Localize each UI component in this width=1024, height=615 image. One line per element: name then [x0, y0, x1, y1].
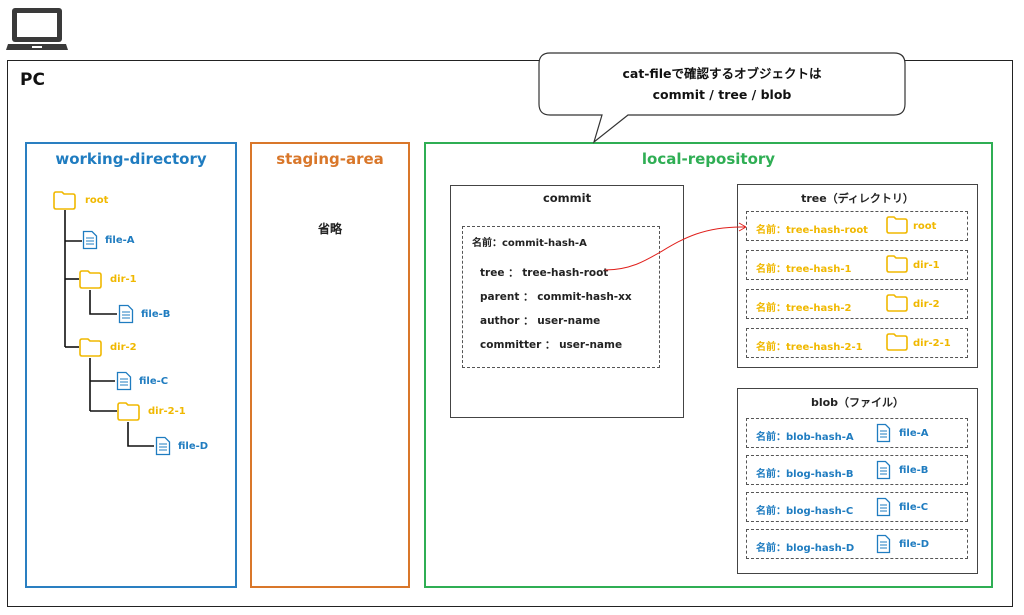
tree-dir-1-label: dir-1: [110, 274, 137, 285]
tree-file-c-label: file-C: [139, 376, 169, 387]
tree-file-d-label: file-D: [178, 441, 209, 452]
commit-content-box: [462, 226, 660, 368]
tree-row: [746, 328, 968, 358]
blob-row: [746, 492, 968, 522]
tree-row: [746, 211, 968, 241]
local-repository-box: [424, 142, 993, 588]
speech-bubble: [538, 52, 906, 144]
callout-line-1: cat-fileで確認するオブジェクトは: [622, 66, 822, 81]
folder-icon: [886, 333, 908, 351]
file-icon: [876, 460, 891, 480]
file-icon: [118, 304, 134, 324]
blob-row-file: file-D: [899, 539, 930, 550]
tree-row-name: 名前：tree-hash-2-1: [756, 342, 863, 353]
blob-row-file: file-B: [899, 465, 929, 476]
directory-tree-lines: [64, 210, 154, 447]
commit-author-line: author ： user-name: [480, 315, 601, 327]
commit-parent-line: parent ： commit-hash-xx: [480, 291, 632, 303]
folder-icon: [886, 255, 908, 273]
staging-area-note: 省略: [317, 222, 342, 236]
tree-row-dir: root: [913, 221, 937, 232]
blob-row-name: 名前：blog-hash-B: [756, 469, 854, 480]
commit-title: commit: [542, 191, 592, 205]
tree-row: [746, 289, 968, 319]
blob-row: [746, 529, 968, 559]
tree-dir-2-1-label: dir-2-1: [148, 406, 186, 417]
tree-row: [746, 250, 968, 280]
blob-row-name: 名前：blog-hash-C: [756, 506, 854, 517]
blob-row: [746, 418, 968, 448]
blob-row-name: 名前：blog-hash-D: [756, 543, 855, 554]
file-icon: [876, 534, 891, 554]
commit-tree-line: tree ： tree-hash-root: [480, 267, 609, 279]
tree-root-label: root: [85, 195, 109, 206]
staging-area-box: [250, 142, 410, 588]
local-repository-title: local-repository: [641, 150, 776, 168]
folder-icon: [117, 402, 140, 421]
tree-row-name: 名前：tree-hash-root: [756, 225, 868, 236]
file-icon: [116, 371, 132, 391]
pc-label: PC: [20, 70, 45, 90]
file-icon: [155, 436, 171, 456]
folder-icon: [79, 270, 102, 289]
pc-frame: [7, 60, 1013, 607]
commit-object-box: [450, 185, 684, 418]
callout-line-2: commit / tree / blob: [652, 87, 792, 102]
blob-row-file: file-A: [899, 428, 929, 439]
commit-name: 名前：commit-hash-A: [472, 238, 587, 249]
tree-row-dir: dir-2-1: [913, 338, 951, 349]
staging-area-title: staging-area: [276, 150, 384, 168]
callout-text: cat-fileで確認するオブジェクトは commit / tree / blo…: [538, 63, 906, 105]
folder-icon: [886, 216, 908, 234]
blob-object-box: [737, 388, 978, 574]
file-icon: [82, 230, 98, 250]
folder-icon: [886, 294, 908, 312]
laptop-icon: [6, 8, 68, 50]
blob-row-file: file-C: [899, 502, 929, 513]
commit-committer-line: committer ： user-name: [480, 339, 623, 351]
tree-dir-2-label: dir-2: [110, 342, 137, 353]
tree-row-dir: dir-1: [913, 260, 940, 271]
folder-icon: [53, 191, 76, 210]
file-icon: [876, 497, 891, 517]
file-icon: [876, 423, 891, 443]
tree-title: tree（ディレクトリ）: [801, 192, 914, 205]
folder-icon: [79, 338, 102, 357]
tree-file-a-label: file-A: [105, 235, 135, 246]
working-directory-title: working-directory: [55, 150, 207, 168]
tree-row-name: 名前：tree-hash-2: [756, 303, 852, 314]
blob-title: blob（ファイル）: [810, 396, 905, 409]
reference-arrow: [604, 222, 747, 271]
tree-file-b-label: file-B: [141, 309, 171, 320]
blob-row: [746, 455, 968, 485]
tree-row-name: 名前：tree-hash-1: [756, 264, 852, 275]
working-directory-box: [25, 142, 237, 588]
tree-row-dir: dir-2: [913, 299, 940, 310]
tree-object-box: [737, 184, 978, 368]
blob-row-name: 名前：blob-hash-A: [756, 432, 854, 443]
